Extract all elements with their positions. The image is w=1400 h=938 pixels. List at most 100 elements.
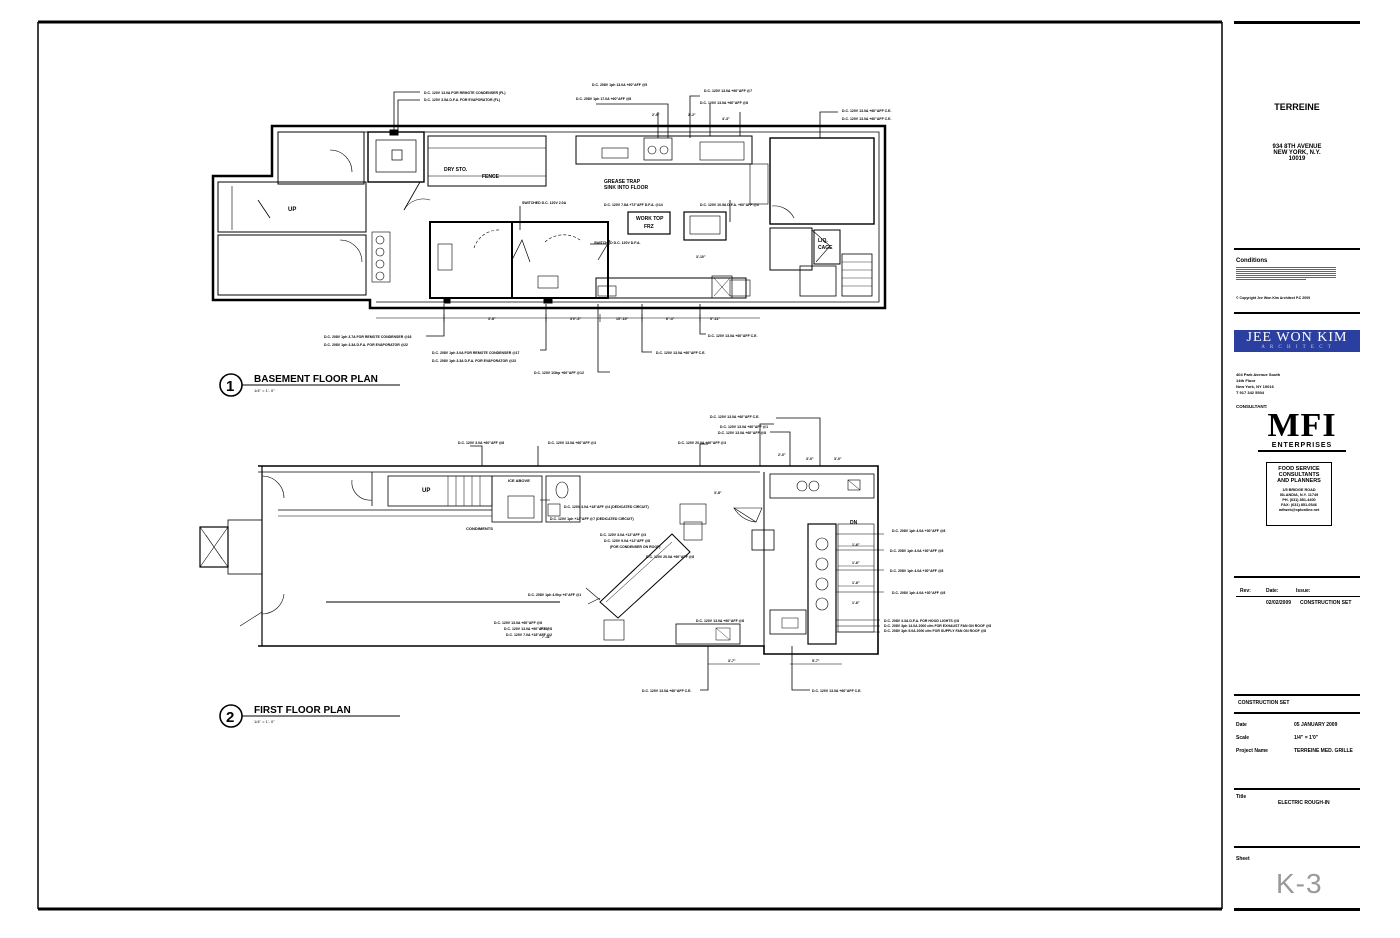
svg-text:1'-6": 1'-6" (852, 561, 860, 565)
construction-set-label: CONSTRUCTION SET (1238, 700, 1290, 706)
label-sink-into-floor: SINK INTO FLOOR (604, 185, 648, 191)
svg-text:D.C. 120V 7.8A +72"AFF D.F.A.: D.C. 120V 7.8A +72"AFF D.F.A. @14 (604, 203, 663, 207)
rule-3 (1234, 576, 1360, 578)
consultant-email: mfiweb@optonline.net (1278, 508, 1320, 512)
svg-text:D.C. 120V 13.0A +60"AFF C.E.: D.C. 120V 13.0A +60"AFF C.E. (710, 415, 760, 419)
svg-text:1'-6": 1'-6" (852, 601, 860, 605)
consultant-logo: MFI ENTERPRISES (1258, 409, 1346, 452)
sheet-label: Sheet (1236, 856, 1250, 862)
revision-issue: CONSTRUCTION SET (1300, 600, 1352, 606)
drawing-title-1: 1 BASEMENT FLOOR PLAN 1/4" = 1'- 0" (219, 373, 400, 397)
svg-text:D.C. 120V 3.0A +18"AFF @4 (DED: D.C. 120V 3.0A +18"AFF @4 (DEDICATED CIR… (564, 505, 649, 509)
svg-text:15"-15": 15"-15" (616, 317, 629, 321)
label-dry-sto: DRY STO. (444, 167, 468, 173)
consultant-contact: 1/5 BRIDGE ROAD ISLANDIA, N.Y. 11749 PH.… (1267, 488, 1331, 513)
svg-text:D.C. 208V 1ph 4.0hp +6"AFF @1: D.C. 208V 1ph 4.0hp +6"AFF @1 (528, 593, 581, 597)
label-ice-above: ICE ABOVE (508, 478, 530, 483)
rule-4 (1234, 694, 1360, 696)
svg-text:D.C. 120V 13.0A +60"AFF @8: D.C. 120V 13.0A +60"AFF @8 (696, 619, 744, 623)
conditions-heading: Conditions (1236, 258, 1268, 264)
architect-address-line2: 14th Floor (1236, 378, 1256, 383)
svg-text:D.C. 208V 1ph 3.0A FOR REMOTE: D.C. 208V 1ph 3.0A FOR REMOTE CONDENSER … (432, 351, 520, 355)
sheet-number: K-3 (1276, 868, 1323, 899)
drawing-title-text-1: BASEMENT FLOOR PLAN (254, 374, 378, 385)
svg-text:D.C. 120V 3.5A D.F.A. FOR EVAP: D.C. 120V 3.5A D.F.A. FOR EVAPORATOR (FL… (424, 98, 500, 102)
label-grease-trap: GREASE TRAP (604, 179, 641, 185)
svg-text:2'-9": 2'-9" (652, 113, 660, 117)
label-liq: LIQ. (818, 238, 828, 244)
rev-rule (1236, 596, 1360, 597)
drawing-scale-2: 1/4" = 1'- 0" (254, 719, 275, 724)
architect-address-line3: New York, NY 10016 (1236, 384, 1274, 389)
svg-text:D.C. 120V 13.0A +60"AFF @1: D.C. 120V 13.0A +60"AFF @1 (720, 425, 768, 429)
svg-text:(FOR CONDENSER ON ROOF): (FOR CONDENSER ON ROOF) (610, 545, 660, 549)
svg-text:D.C. 120V 3.0A +60"AFF @8: D.C. 120V 3.0A +60"AFF @8 (458, 441, 504, 445)
svg-text:3'-8": 3'-8" (488, 317, 496, 321)
rule-1 (1234, 248, 1360, 250)
svg-text:D.C. 208V 1ph 4.0A +30"AFF @8: D.C. 208V 1ph 4.0A +30"AFF @8 (892, 529, 945, 533)
drawing-scale-1: 1/4" = 1'- 0" (254, 388, 275, 393)
project-address-line1: 934 8TH AVENUE (1272, 144, 1322, 150)
title-block-bottom-rule (1234, 908, 1360, 911)
svg-text:3'-2": 3'-2" (688, 113, 696, 117)
drawing-number-1: 1 (226, 378, 234, 395)
svg-text:3'-8": 3'-8" (714, 491, 722, 495)
svg-text:D.C. 208V 1ph 13.0A +60"AFF @5: D.C. 208V 1ph 13.0A +60"AFF @5 (592, 83, 647, 87)
drawing-title-text-2: FIRST FLOOR PLAN (254, 705, 351, 716)
label-frz: FRZ (644, 224, 654, 230)
rule-7 (1234, 846, 1360, 848)
svg-text:SWITCHED D.C. 120V D.F.A.: SWITCHED D.C. 120V D.F.A. (594, 241, 641, 245)
svg-text:D.C. 120V 9.0A +12"AFF @8: D.C. 120V 9.0A +12"AFF @8 (604, 539, 650, 543)
basement-callouts: D.C. 120V 13.0A FOR REMOTE CONDENSER (FL… (324, 83, 892, 375)
svg-text:D.C. 120V 13.0A +60"AFF @3: D.C. 120V 13.0A +60"AFF @3 (548, 441, 596, 445)
label-cage: CAGE (818, 245, 833, 251)
svg-text:D.C. 208V 3.3A D.F.A. FOR HOOD: D.C. 208V 3.3A D.F.A. FOR HOOD LIGHTS @8 (884, 619, 959, 623)
rev-header-issue: Issue: (1296, 588, 1311, 594)
svg-text:7'-11": 7'-11" (542, 635, 552, 639)
svg-text:7'-11": 7'-11" (540, 627, 550, 631)
svg-text:1'-6": 1'-6" (852, 543, 860, 547)
svg-text:D.C. 120V 20.0A +60"AFF @3: D.C. 120V 20.0A +60"AFF @3 (678, 441, 726, 445)
svg-text:3'0"-5": 3'0"-5" (570, 317, 581, 321)
architect-address-line1: 404 Park Avenue South (1236, 372, 1281, 377)
svg-text:D.C. 120V 13.0A +60"AFF C.E.: D.C. 120V 13.0A +60"AFF C.E. (812, 689, 862, 693)
svg-text:3'-10": 3'-10" (696, 255, 706, 259)
label-up-basement: UP (288, 207, 296, 213)
svg-text:D.C. 208V 1ph 4.0A +30"AFF @8: D.C. 208V 1ph 4.0A +30"AFF @8 (890, 569, 943, 573)
rev-header-date: Date: (1266, 588, 1279, 594)
label-condiments: CONDIMENTS (466, 526, 493, 531)
rule-5 (1234, 712, 1360, 714)
svg-text:D.C. 208V 1ph 17.0A +60"AFF @8: D.C. 208V 1ph 17.0A +60"AFF @8 (576, 97, 631, 101)
revision-date: 02/02/2009 (1266, 600, 1292, 606)
svg-text:D.C. 120V 1ph +12"AFF @7 (DEDI: D.C. 120V 1ph +12"AFF @7 (DEDICATED CIRC… (550, 517, 634, 521)
svg-text:4'-3": 4'-3" (722, 117, 730, 121)
consultant-box: FOOD SERVICE CONSULTANTS AND PLANNERS 1/… (1266, 462, 1332, 526)
svg-text:D.C. 120V 10.5A D.F.A. +60"AFF: D.C. 120V 10.5A D.F.A. +60"AFF @4 (700, 203, 759, 207)
svg-text:1'-6": 1'-6" (852, 581, 860, 585)
consultant-addr1: 1/5 BRIDGE ROAD (1282, 488, 1316, 492)
project-address: 934 8TH AVENUE NEW YORK, N.Y. 10019 (1234, 144, 1360, 162)
consultant-logo-enterprises: ENTERPRISES (1258, 442, 1346, 452)
consultant-desc-line3: AND PLANNERS (1277, 478, 1321, 484)
conditions-text (1236, 266, 1336, 281)
consultant-desc-line1: FOOD SERVICE (1278, 466, 1320, 472)
date-value: 05 JANUARY 2009 (1294, 722, 1338, 728)
svg-text:D.C. 120V 13.0A +60"AFF @8: D.C. 120V 13.0A +60"AFF @8 (700, 101, 748, 105)
consultant-heading: CONSULTANT: (1236, 404, 1268, 409)
scale-label: Scale (1236, 735, 1250, 741)
copyright-text: © Copyright Jee Won Kim Architect P.C 20… (1236, 296, 1311, 300)
drawing-number-2: 2 (226, 709, 234, 726)
svg-text:D.C. 208V 1ph 3.3A D.F.A. FOR: D.C. 208V 1ph 3.3A D.F.A. FOR EVAPORATOR… (324, 343, 408, 347)
label-work-top: WORK TOP (636, 216, 664, 222)
svg-text:D.C. 120V 13.0A +60"AFF C.E.: D.C. 120V 13.0A +60"AFF C.E. (842, 117, 892, 121)
svg-text:D.C. 120V 13.0A +60"AFF C.E.: D.C. 120V 13.0A +60"AFF C.E. (708, 334, 758, 338)
architect-logo-name: JEE WON KIM (1246, 330, 1348, 345)
svg-text:D.C. 208V 1ph 4.0A +30"AFF @8: D.C. 208V 1ph 4.0A +30"AFF @8 (892, 591, 945, 595)
svg-text:D.C. 208V 3ph 5.0A 2000 cfm FO: D.C. 208V 3ph 5.0A 2000 cfm FOR SUPPLY F… (884, 629, 986, 633)
svg-text:D.C. 208V 1ph 4.0A +30"AFF @8: D.C. 208V 1ph 4.0A +30"AFF @8 (890, 549, 943, 553)
svg-text:D.C. 120V 13.0A +60"AFF C.E.: D.C. 120V 13.0A +60"AFF C.E. (642, 689, 692, 693)
svg-text:3'-7": 3'-7" (728, 659, 736, 663)
title-block-top-rule (1234, 21, 1360, 24)
